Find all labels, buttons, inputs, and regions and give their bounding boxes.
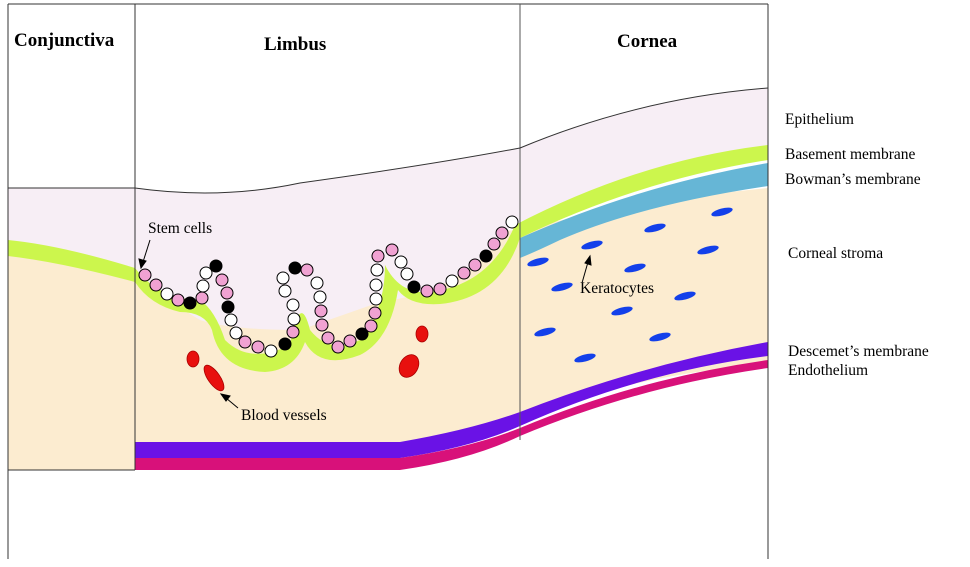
stem-cell <box>421 285 433 297</box>
stem-cell <box>172 294 184 306</box>
stem-cell <box>252 341 264 353</box>
stem-cell <box>311 277 323 289</box>
stem-cell <box>365 320 377 332</box>
stem-cell <box>139 269 151 281</box>
region-label-limbus: Limbus <box>264 34 326 55</box>
stem-cell <box>372 250 384 262</box>
layer-label-descemets-membrane: Descemet’s membrane <box>788 343 929 360</box>
stem-cell <box>434 283 446 295</box>
stem-cell <box>230 327 242 339</box>
stem-cell <box>222 301 234 313</box>
stem-cell <box>316 319 328 331</box>
stem-cell <box>386 244 398 256</box>
stem-cell <box>315 305 327 317</box>
stem-cell <box>401 268 413 280</box>
stem-cell <box>277 272 289 284</box>
stem-cell <box>446 275 458 287</box>
stem-cell <box>225 314 237 326</box>
stem-cell <box>239 336 251 348</box>
stem-cell <box>458 267 470 279</box>
stem-cell <box>289 262 301 274</box>
layer-label-corneal-stroma: Corneal stroma <box>788 245 883 262</box>
stem-cell <box>314 291 326 303</box>
stem-cell <box>496 227 508 239</box>
layer-label-epithelium: Epithelium <box>785 111 854 128</box>
stem-cell <box>161 288 173 300</box>
region-label-conjunctiva: Conjunctiva <box>14 30 115 51</box>
stem-cell <box>322 332 334 344</box>
stem-cell <box>184 297 196 309</box>
stem-cell <box>279 285 291 297</box>
stem-cell <box>480 250 492 262</box>
stem-cell <box>197 280 209 292</box>
stem-cell <box>216 274 228 286</box>
stem-cell <box>488 238 500 250</box>
stem-cell <box>150 279 162 291</box>
stem-cell <box>265 345 277 357</box>
stem-cell <box>370 293 382 305</box>
stem-cell <box>332 341 344 353</box>
layer-label-bowmans-membrane: Bowman’s membrane <box>785 171 921 188</box>
annotation-label-stem-cells: Stem cells <box>148 220 212 237</box>
stem-cell <box>287 326 299 338</box>
blood-vessel <box>416 326 428 342</box>
layer-label-basement-membrane: Basement membrane <box>785 146 916 163</box>
stem-cell <box>210 260 222 272</box>
region-label-cornea: Cornea <box>617 31 678 52</box>
stem-cell <box>279 338 291 350</box>
stem-cell <box>506 216 518 228</box>
stem-cell <box>221 287 233 299</box>
stem-cell <box>369 307 381 319</box>
annotation-label-blood-vessels: Blood vessels <box>241 407 327 424</box>
stem-cell <box>288 313 300 325</box>
layer-label-endothelium: Endothelium <box>788 362 868 379</box>
blood-vessel <box>187 351 199 367</box>
stem-cell <box>408 281 420 293</box>
stem-cell <box>301 264 313 276</box>
annotation-label-keratocytes: Keratocytes <box>580 280 654 297</box>
stem-cell <box>287 299 299 311</box>
stem-cell <box>469 259 481 271</box>
stem-cell <box>395 256 407 268</box>
stem-cell <box>344 335 356 347</box>
stem-cell <box>371 264 383 276</box>
stem-cell <box>196 292 208 304</box>
stem-cell <box>370 279 382 291</box>
